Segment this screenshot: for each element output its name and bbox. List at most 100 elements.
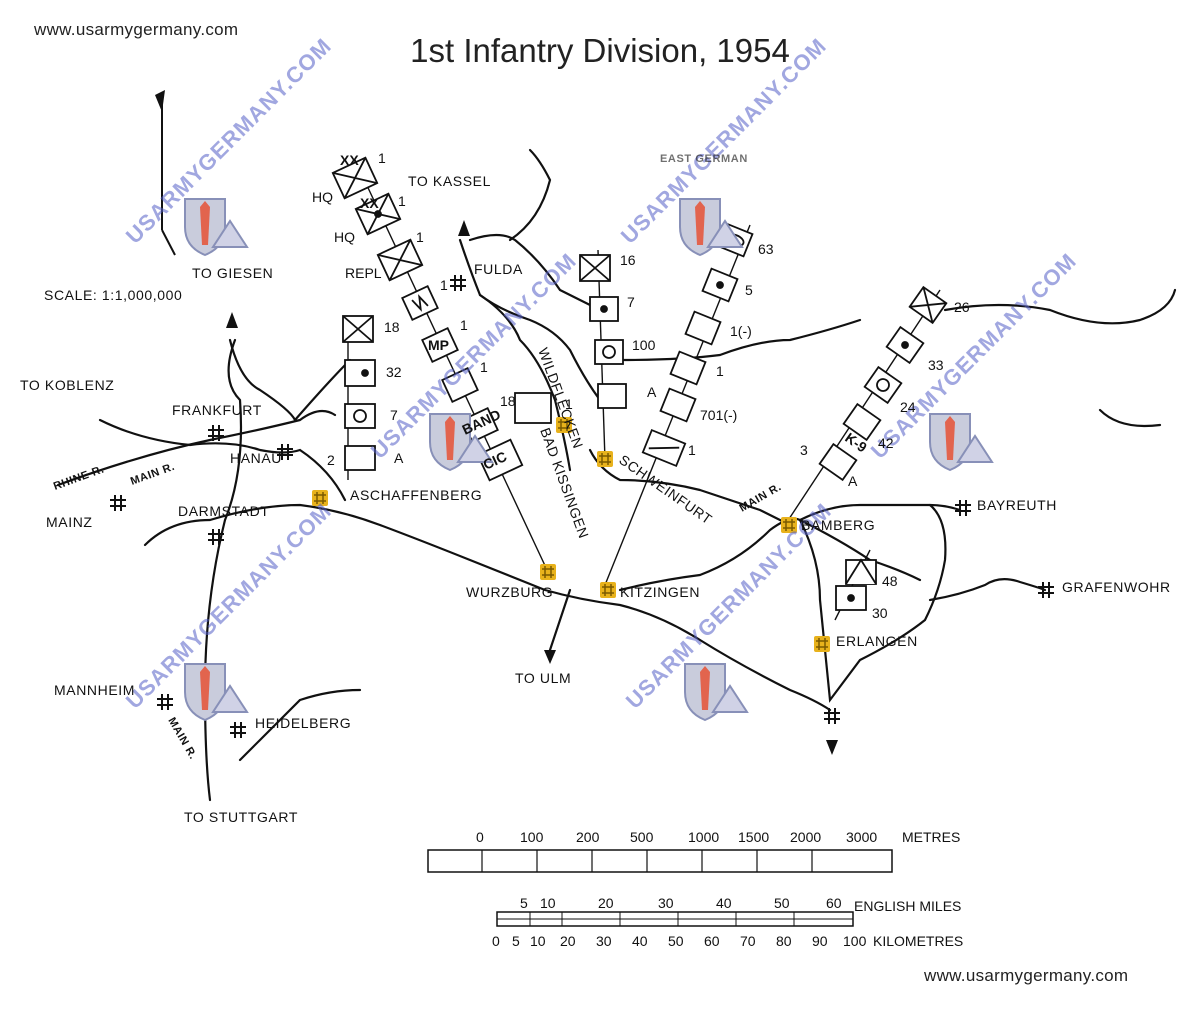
km-unit: KILOMETRES — [873, 933, 963, 949]
miles-tick: 5 — [520, 895, 528, 911]
unit-30: 30 — [872, 605, 888, 621]
label-fulda: FULDA — [474, 261, 523, 277]
unit-18: 18 — [384, 319, 400, 335]
label-hanau: HANAU — [230, 450, 282, 466]
label-main-west: MAIN R. — [129, 461, 177, 488]
unit-a2: A — [647, 384, 657, 400]
unit-hq2-prefix: HQ — [334, 229, 355, 245]
metres-tick: 3000 — [846, 829, 877, 845]
label-erlangen: ERLANGEN — [836, 633, 918, 649]
unit-hq1-echelon: XX — [340, 152, 359, 168]
metres-tick: 100 — [520, 829, 544, 845]
miles-tick: 40 — [716, 895, 732, 911]
unit-hq1-prefix: HQ — [312, 189, 333, 205]
km-tick: 100 — [843, 933, 867, 949]
scale-label: SCALE: 1:1,000,000 — [44, 287, 182, 303]
miles-tick: 60 — [826, 895, 842, 911]
unit-a1: A — [394, 450, 404, 466]
unit-repl-prefix: REPL — [345, 265, 382, 281]
label-darmstadt: DARMSTADT — [178, 503, 269, 519]
label-rhine: RHINE R. — [52, 463, 106, 492]
unit-701: 701(-) — [700, 407, 737, 423]
km-tick: 80 — [776, 933, 792, 949]
miles-tick: 50 — [774, 895, 790, 911]
km-tick: 30 — [596, 933, 612, 949]
unit-18b: 18 — [500, 393, 516, 409]
unit-1d: 1 — [716, 363, 724, 379]
unit-16: 16 — [620, 252, 636, 268]
site-url-top[interactable]: www.usarmygermany.com — [34, 20, 239, 39]
watermark-group: USARMYGERMANY.COM USARMYGERMANY.COM USAR… — [121, 33, 1081, 721]
unit-repl-num: 1 — [416, 229, 424, 245]
label-bayreuth: BAYREUTH — [977, 497, 1057, 513]
label-to-stuttgart: TO STUTTGART — [184, 809, 298, 825]
unit-48: 48 — [882, 573, 898, 589]
unit-1c: 1 — [565, 396, 573, 412]
km-tick: 60 — [704, 933, 720, 949]
unit-3: 3 — [800, 442, 808, 458]
unit-5: 5 — [745, 282, 753, 298]
label-bamberg: BAMBERG — [801, 517, 875, 533]
unit-symbols — [331, 156, 948, 611]
metres-tick: 500 — [630, 829, 654, 845]
scale-labels: 0 100 200 500 1000 1500 2000 3000 METRES 5 10 20 30 4… — [476, 829, 963, 949]
unit-w1: 1 — [440, 277, 448, 293]
miles-tick: 30 — [658, 895, 674, 911]
metres-tick: 2000 — [790, 829, 821, 845]
miles-tick: 10 — [540, 895, 556, 911]
km-tick: 5 — [512, 933, 520, 949]
unit-1e: 1 — [688, 442, 696, 458]
label-to-kassel: TO KASSEL — [408, 173, 491, 189]
svg-text:USARMYGERMANY.COM: USARMYGERMANY.COM — [121, 498, 337, 714]
label-mainz: MAINZ — [46, 514, 93, 530]
unit-hq2-echelon: XX — [360, 195, 379, 211]
unit-42: 42 — [878, 435, 894, 451]
unit-1minus: 1(-) — [730, 323, 752, 339]
unit-33: 33 — [928, 357, 944, 373]
unit-a3: A — [848, 473, 858, 489]
unit-32: 32 — [386, 364, 402, 380]
unit-hq2-num: 1 — [398, 193, 406, 209]
unit-mp-num: 1 — [460, 317, 468, 333]
svg-text:USARMYGERMANY.COM: USARMYGERMANY.COM — [616, 33, 832, 249]
label-to-giesen: TO GIESEN — [192, 265, 273, 281]
map-title: 1st Infantry Division, 1954 — [410, 32, 790, 69]
label-kitzingen: KITZINGEN — [620, 584, 700, 600]
unit-qm: 1 — [480, 359, 488, 375]
label-mannheim: MANNHEIM — [54, 682, 135, 698]
unit-100: 100 — [632, 337, 656, 353]
label-main-south: MAIN R. — [165, 716, 199, 762]
km-tick: 70 — [740, 933, 756, 949]
metres-tick: 1000 — [688, 829, 719, 845]
label-aschaffenberg: ASCHAFFENBERG — [350, 487, 482, 503]
unit-7b: 7 — [627, 294, 635, 310]
km-tick: 90 — [812, 933, 828, 949]
unit-2: 2 — [327, 452, 335, 468]
km-tick: 10 — [530, 933, 546, 949]
label-frankfurt: FRANKFURT — [172, 402, 262, 418]
km-tick: 0 — [492, 933, 500, 949]
km-tick: 40 — [632, 933, 648, 949]
site-url-bottom[interactable]: www.usarmygermany.com — [924, 966, 1129, 985]
metres-tick: 200 — [576, 829, 600, 845]
unit-24: 24 — [900, 399, 916, 415]
label-grafenwohr: GRAFENWOHR — [1062, 579, 1171, 595]
label-to-koblenz: TO KOBLENZ — [20, 377, 114, 393]
unit-26: 26 — [954, 299, 970, 315]
map-labels: SCALE: 1:1,000,000 TO KASSEL TO GIESEN T… — [20, 150, 1171, 825]
label-east-german: EAST GERMAN — [660, 153, 748, 165]
svg-text:USARMYGERMANY.COM: USARMYGERMANY.COM — [121, 33, 337, 249]
unit-7a: 7 — [390, 407, 398, 423]
km-tick: 50 — [668, 933, 684, 949]
km-tick: 20 — [560, 933, 576, 949]
label-wurzburg: WURZBURG — [466, 584, 553, 600]
metres-unit: METRES — [902, 829, 960, 845]
metres-tick: 1500 — [738, 829, 769, 845]
label-to-ulm: TO ULM — [515, 670, 571, 686]
scale-bars — [427, 849, 893, 927]
miles-tick: 20 — [598, 895, 614, 911]
miles-unit: ENGLISH MILES — [854, 898, 961, 914]
label-heidelberg: HEIDELBERG — [255, 715, 351, 731]
